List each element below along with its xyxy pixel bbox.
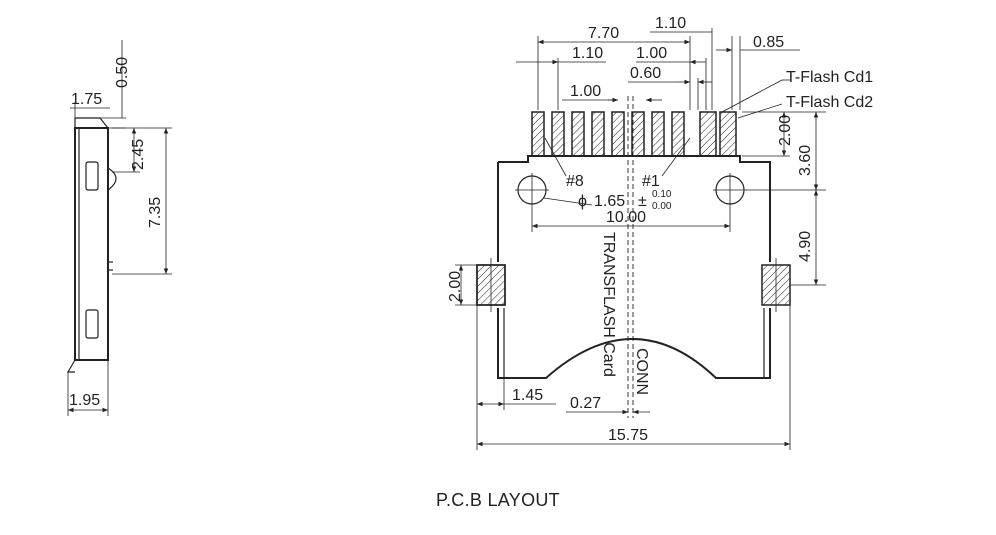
pin1-leader	[661, 137, 691, 177]
hole-dim-value: 1.65	[594, 193, 625, 210]
pcb-dim-1.45: 1.45	[512, 387, 543, 404]
side-dim-2.45: 2.45	[130, 139, 147, 170]
pad-detect-2	[719, 111, 737, 157]
side-dim-1.75: 1.75	[71, 91, 102, 108]
pad-1	[671, 111, 685, 157]
hole-dim-plusminus: ±	[638, 193, 647, 210]
pcb-dim-7.70: 7.70	[588, 25, 619, 42]
pad-3	[631, 111, 645, 157]
pcb-dim-15.75: 15.75	[608, 427, 648, 444]
side-top-lip	[74, 117, 109, 129]
pcb-bottom-outline	[497, 308, 771, 379]
side-body-outline	[74, 127, 109, 361]
callout-tflash-cd2: T-Flash Cd2	[786, 94, 873, 111]
side-dim-0.50: 0.50	[114, 57, 131, 88]
pcb-layout: 7.70 1.10 0.85 1.10 1.00 0.60 1.00	[447, 15, 873, 450]
side-bottom-foot	[66, 359, 76, 373]
pcb-dim-3.60: 3.60	[797, 145, 814, 176]
pad-6	[571, 111, 585, 157]
callout-tflash-cd1: T-Flash Cd1	[786, 69, 873, 86]
hole-dim-tol-lower: 0.00	[652, 201, 672, 212]
pcb-dim-1.00-upper: 1.00	[636, 45, 667, 62]
pad-detect-1	[699, 111, 717, 157]
pcb-dim-0.60: 0.60	[630, 65, 661, 82]
pcb-dim-0.27: 0.27	[570, 395, 601, 412]
side-slot-upper	[85, 161, 99, 191]
callout-cd1-leader	[721, 79, 783, 113]
pcb-dim-1.10-second: 1.10	[572, 45, 603, 62]
contact-pad-row	[531, 111, 737, 157]
pcb-dim-1.00-pitch: 1.00	[570, 83, 601, 100]
pad-4	[611, 111, 625, 157]
label-transflash-card: TRANSFLASH Card	[600, 232, 617, 377]
pcb-dim-0.85: 0.85	[753, 34, 784, 51]
pin8-leader	[544, 137, 567, 177]
pcb-dim-4.90: 4.90	[797, 231, 814, 262]
pcb-layout-title: P.C.B LAYOUT	[436, 490, 560, 510]
pin-label-1: #1	[642, 173, 660, 190]
pcb-dim-10.00: 10.00	[606, 209, 646, 226]
pcb-top-outline	[498, 155, 771, 215]
label-conn: CONN	[633, 348, 650, 395]
side-spring-contact	[107, 167, 117, 191]
pad-7	[551, 111, 565, 157]
pcb-dim-2.00-right: 2.00	[777, 115, 794, 146]
side-slot-lower	[85, 309, 99, 339]
pcb-dim-2.00-left: 2.00	[447, 271, 464, 302]
hole-dim-leader	[543, 197, 593, 206]
pad-8	[531, 111, 545, 157]
callout-cd2-leader	[737, 103, 783, 119]
side-dim-1.95: 1.95	[69, 392, 100, 409]
hole-dim-symbol: ϕ	[578, 193, 587, 210]
pin-label-8: #8	[566, 173, 584, 190]
pad-2	[651, 111, 665, 157]
hole-dim-tol-upper: 0.10	[652, 189, 672, 200]
pcb-dim-1.10-top: 1.10	[655, 15, 686, 32]
side-view: 0.50 1.75 2.45 7.35 1.95	[66, 40, 172, 416]
pad-5	[591, 111, 605, 157]
side-dim-7.35: 7.35	[147, 197, 164, 228]
